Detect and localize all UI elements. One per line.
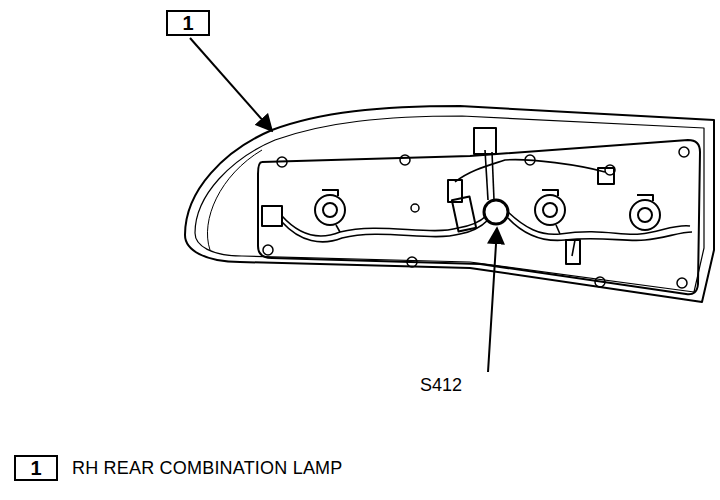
legend-entry: 1 RH REAR COMBINATION LAMP (14, 455, 343, 481)
leader-line (190, 38, 272, 131)
callout-number: 1 (14, 455, 58, 481)
socket (262, 206, 282, 226)
lens-inner-edge (195, 116, 704, 292)
socket (566, 240, 580, 264)
lens-rim (207, 150, 262, 250)
wiring-harness (282, 150, 692, 256)
callout-number: 1 (166, 10, 210, 36)
splice-label: S412 (418, 375, 464, 396)
part-name: RH REAR COMBINATION LAMP (72, 458, 343, 479)
housing-plate (258, 140, 700, 294)
screws (263, 147, 689, 288)
leader-line (488, 228, 497, 372)
lens-outline (185, 106, 714, 302)
callout-box: 1 (166, 10, 210, 36)
